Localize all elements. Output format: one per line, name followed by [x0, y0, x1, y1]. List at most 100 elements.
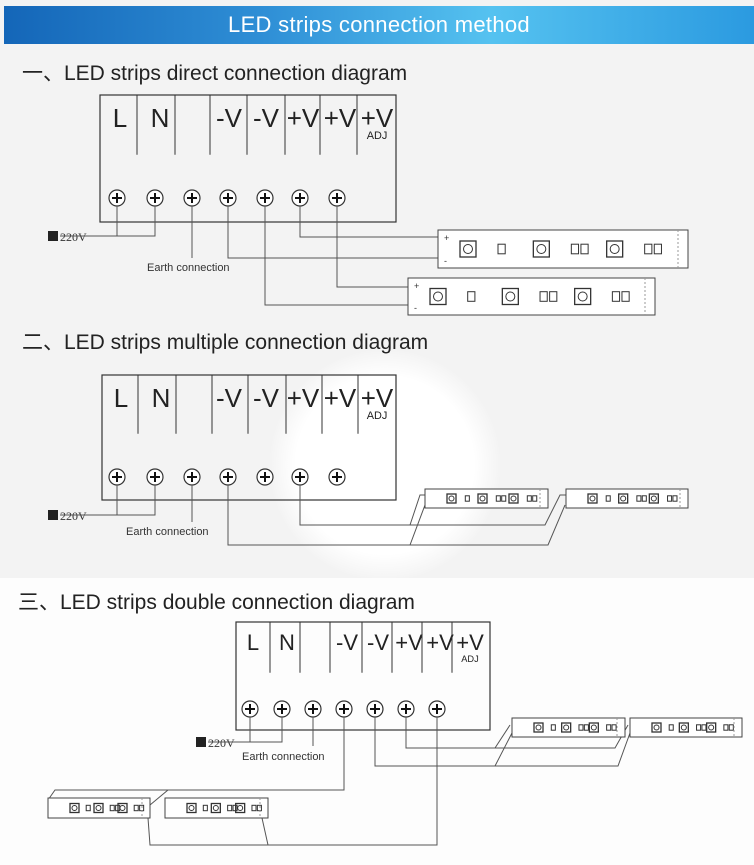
resistor-icon [605, 495, 611, 502]
strip-minus-label: - [414, 303, 417, 313]
led-strip [407, 277, 656, 316]
plus-icon [260, 472, 270, 482]
led-chip-icon [680, 724, 687, 731]
plus-icon [432, 704, 442, 714]
resistor-icon [668, 724, 674, 731]
led-chip-icon [186, 802, 197, 814]
led-chip-icon [117, 802, 128, 814]
resistor-icon [672, 495, 678, 502]
resistor-icon [202, 804, 208, 812]
wire [147, 817, 268, 846]
led-chip-icon [563, 724, 570, 731]
led-chip-icon [429, 287, 447, 306]
led-chip-icon [508, 493, 519, 504]
plus-icon [295, 472, 305, 482]
plus-icon [332, 472, 342, 482]
led-chip-icon [589, 495, 596, 502]
led-chip-icon [505, 291, 516, 302]
plus-icon [187, 193, 197, 203]
terminal-label: L [113, 103, 127, 133]
resistor-icon [621, 291, 630, 302]
resistor-icon [497, 243, 506, 255]
terminal-label: +V [287, 383, 320, 413]
led-chip-icon [561, 722, 572, 733]
plus-icon [370, 704, 380, 714]
resistor-icon [532, 495, 538, 502]
resistor-icon [570, 243, 580, 255]
plus-icon [112, 193, 122, 203]
background-glow [270, 350, 500, 580]
plug-icon [196, 737, 206, 747]
plus-icon [150, 472, 160, 482]
terminal-label: -V [367, 630, 389, 655]
earth-connection-label: Earth connection [242, 751, 325, 763]
led-chip-icon [706, 722, 717, 733]
led-strip [437, 229, 689, 269]
terminal-label: -V [336, 630, 358, 655]
led-chip-icon [69, 802, 80, 814]
resistor-icon [696, 724, 702, 731]
power-supply-multiple [101, 374, 397, 501]
resistor-icon [501, 495, 507, 502]
resistor-icon [549, 291, 558, 302]
plus-icon [150, 193, 160, 203]
terminal-label: N [279, 630, 295, 655]
resistor-icon [251, 804, 257, 812]
section-title-double: 三、LED strips double connection diagram [18, 591, 415, 614]
resistor-icon [611, 291, 621, 302]
resistor-icon [495, 495, 501, 502]
adj-label: ADJ [367, 130, 388, 142]
led-chip-icon [536, 244, 547, 254]
led-chip-icon [237, 804, 244, 812]
led-chip-icon [606, 240, 624, 258]
resistor-icon [85, 804, 91, 812]
resistor-icon [701, 724, 707, 731]
led-chip-icon [609, 244, 620, 254]
terminal-label: +V [426, 630, 454, 655]
terminal-label: +V [361, 383, 394, 413]
wire [405, 717, 511, 749]
led-chip-icon [446, 493, 457, 504]
adj-label: ADJ [367, 410, 388, 422]
resistor-icon [467, 291, 476, 302]
page-title: LED strips connection method [228, 12, 530, 37]
led-chip-icon [708, 724, 715, 731]
section-title-direct: 一、LED strips direct connection diagram [22, 62, 408, 85]
led-chip-icon [590, 724, 597, 731]
led-chip-icon [210, 802, 221, 814]
resistor-icon [636, 495, 642, 502]
led-chip-icon [95, 804, 102, 812]
wire [374, 717, 513, 767]
led-chip-icon [574, 287, 592, 306]
resistor-icon [550, 724, 556, 731]
wire [236, 717, 283, 743]
terminal-label: -V [253, 103, 280, 133]
power-supply-direct [99, 94, 397, 223]
plus-icon [332, 193, 342, 203]
wire [299, 485, 428, 526]
terminal-label: -V [216, 383, 243, 413]
wire [410, 494, 568, 526]
input-voltage-label: 220V [60, 509, 87, 523]
input-voltage-label: 220V [60, 230, 87, 244]
led-strip [164, 797, 269, 819]
resistor-icon [641, 495, 647, 502]
resistor-icon [606, 724, 612, 731]
wire [104, 206, 156, 237]
wire [495, 732, 631, 767]
terminal-label: +V [395, 630, 423, 655]
terminal-label: L [247, 630, 259, 655]
resistor-icon [611, 724, 617, 731]
terminal-label: L [114, 383, 128, 413]
led-chip-icon [463, 244, 473, 254]
strip-minus-label: - [444, 256, 447, 266]
terminal-label: N [152, 383, 171, 413]
strip-plus-label: + [444, 233, 449, 243]
led-chip-icon [448, 495, 455, 502]
led-strip [47, 797, 151, 819]
resistor-icon [109, 804, 115, 812]
terminal-label: +V [361, 103, 394, 133]
power-supply-double [235, 621, 491, 731]
plus-icon [295, 193, 305, 203]
led-chip-icon [618, 493, 629, 504]
